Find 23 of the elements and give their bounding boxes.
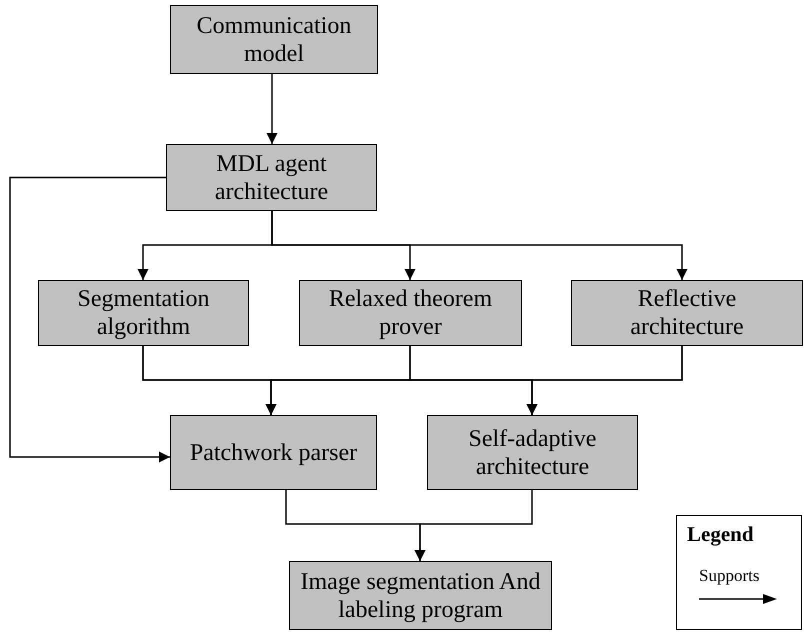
- process-box: [170, 5, 378, 74]
- legend-label: Supports: [699, 566, 760, 585]
- arrow: [526, 346, 683, 415]
- box-label: Reflective architecture: [629, 285, 745, 341]
- process-box: [289, 561, 552, 630]
- process-box: [38, 280, 249, 346]
- box-label: Communication model: [196, 12, 352, 68]
- process-box: [427, 415, 638, 490]
- box-label: MDL agent architecture: [214, 150, 330, 206]
- arrow: [414, 490, 533, 561]
- legend-title: Legend: [687, 522, 754, 547]
- process-box: [166, 144, 377, 211]
- arrow: [9, 176, 170, 462]
- box-label: Image segmentation And labeling program: [300, 568, 542, 624]
- box-label: Relaxed theorem prover: [328, 285, 494, 341]
- box-label: Patchwork parser: [190, 438, 358, 466]
- process-box: [170, 415, 377, 490]
- arrow: [266, 74, 278, 144]
- box-label: Segmentation algorithm: [76, 285, 210, 341]
- process-box: [299, 280, 522, 346]
- arrow: [271, 211, 688, 280]
- process-box: [571, 280, 803, 346]
- box-label: Self-adaptive architecture: [468, 424, 598, 480]
